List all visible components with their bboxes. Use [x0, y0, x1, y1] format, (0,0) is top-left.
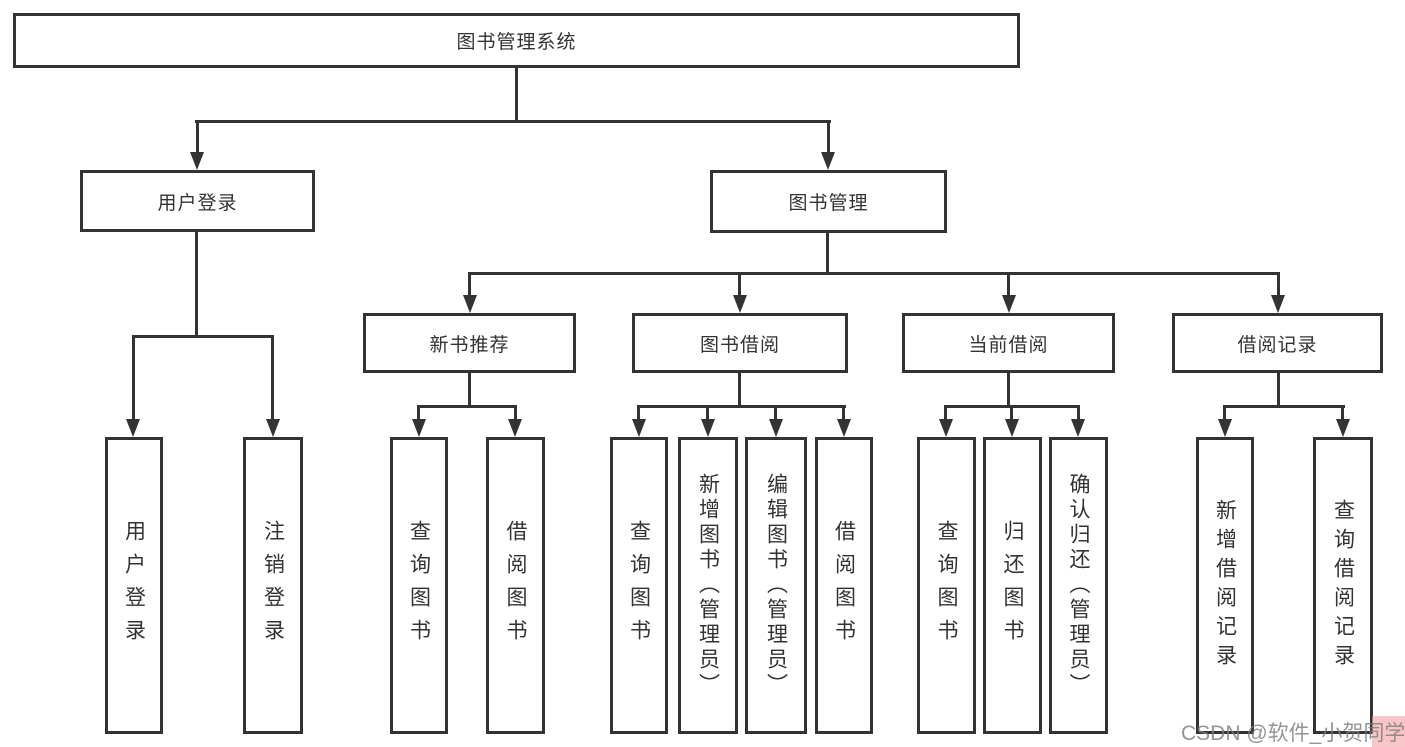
connector-segment — [1277, 373, 1280, 405]
arrowhead-down-icon — [190, 152, 204, 170]
connector-segment — [417, 405, 420, 421]
node-user-login: 用户登录 — [80, 170, 315, 232]
node-leaf-borrow-books: 借阅图书 — [815, 437, 873, 734]
connector-segment — [637, 405, 640, 421]
node-label: 借阅记录 — [1237, 334, 1318, 356]
connector-segment — [195, 120, 831, 123]
node-label: 查询图书 — [627, 519, 651, 652]
connector-segment — [706, 405, 709, 421]
node-leaf-borrow-books-recommend: 借阅图书 — [486, 437, 545, 734]
node-leaf-return-books: 归还图书 — [983, 437, 1042, 734]
arrowhead-down-icon — [733, 295, 747, 313]
node-label: 新增借阅记录 — [1213, 498, 1237, 673]
arrowhead-down-icon — [1218, 419, 1232, 437]
watermark-text: CSDN @软件_小贺同学 — [1181, 722, 1405, 745]
node-label: 注销登录 — [261, 519, 285, 652]
node-label: 用户登录 — [122, 519, 146, 652]
node-leaf-add-books-admin: 新增图书（管理员） — [678, 437, 738, 734]
arrowhead-down-icon — [701, 419, 715, 437]
arrowhead-down-icon — [266, 419, 280, 437]
connector-segment — [515, 68, 518, 120]
connector-segment — [1277, 272, 1280, 297]
arrowhead-down-icon — [769, 419, 783, 437]
arrowhead-down-icon — [632, 419, 646, 437]
node-label: 归还图书 — [1001, 519, 1024, 652]
connector-segment — [842, 405, 845, 421]
connector-segment — [1223, 405, 1226, 421]
node-leaf-query-books-current: 查询图书 — [917, 437, 976, 734]
node-leaf-confirm-return-admin: 确认归还（管理员） — [1049, 437, 1108, 734]
arrowhead-down-icon — [126, 419, 140, 437]
node-leaf-logout: 注销登录 — [243, 437, 303, 734]
connector-segment — [1223, 405, 1345, 408]
node-label: 查询图书 — [935, 519, 958, 652]
connector-segment — [132, 335, 274, 338]
node-label: 编辑图书（管理员） — [764, 473, 788, 698]
arrowhead-down-icon — [1336, 419, 1350, 437]
node-book-borrowing: 图书借阅 — [632, 313, 848, 373]
connector-segment — [826, 233, 829, 272]
connector-segment — [738, 272, 741, 297]
arrowhead-down-icon — [508, 419, 522, 437]
connector-segment — [196, 120, 199, 156]
connector-segment — [417, 405, 517, 408]
node-borrow-records: 借阅记录 — [1172, 313, 1383, 373]
connector-segment — [468, 272, 471, 297]
node-label: 图书管理系统 — [456, 32, 577, 53]
connector-segment — [271, 335, 274, 421]
connector-segment — [514, 405, 517, 421]
node-label: 用户登录 — [157, 192, 238, 214]
connector-segment — [468, 272, 1280, 275]
node-label: 图书借阅 — [699, 334, 780, 356]
arrowhead-down-icon — [837, 419, 851, 437]
connector-segment — [944, 405, 947, 421]
node-label: 查询图书 — [407, 519, 431, 652]
node-leaf-query-borrow-record: 查询借阅记录 — [1313, 437, 1373, 734]
connector-segment — [1007, 373, 1010, 405]
connector-segment — [1007, 272, 1010, 297]
csdn-watermark: CSDN @软件_小贺同学 — [1181, 714, 1405, 747]
node-new-book-recommend: 新书推荐 — [363, 313, 576, 373]
node-label: 新书推荐 — [429, 334, 510, 356]
connector-segment — [132, 335, 135, 421]
node-leaf-query-books-recommend: 查询图书 — [390, 437, 448, 734]
node-leaf-user-login: 用户登录 — [105, 437, 163, 734]
node-label: 当前借阅 — [968, 334, 1049, 356]
node-label: 查询借阅记录 — [1331, 498, 1355, 673]
connector-segment — [637, 405, 846, 408]
node-label: 图书管理 — [788, 193, 869, 214]
node-library-system: 图书管理系统 — [13, 13, 1020, 68]
arrowhead-down-icon — [939, 419, 953, 437]
connector-segment — [1010, 405, 1013, 421]
node-label: 确认归还（管理员） — [1067, 473, 1090, 698]
arrowhead-down-icon — [463, 295, 477, 313]
connector-segment — [738, 373, 741, 405]
connector-segment — [827, 120, 830, 156]
arrowhead-down-icon — [1071, 419, 1085, 437]
arrowhead-down-icon — [1002, 295, 1016, 313]
connector-segment — [195, 232, 198, 335]
node-leaf-edit-books-admin: 编辑图书（管理员） — [745, 437, 807, 734]
node-current-borrowing: 当前借阅 — [902, 313, 1115, 373]
node-label: 新增图书（管理员） — [696, 473, 720, 698]
connector-segment — [774, 405, 777, 421]
watermark-highlight — [1372, 716, 1405, 747]
arrowhead-down-icon — [821, 152, 835, 170]
node-label: 借阅图书 — [832, 519, 856, 652]
node-leaf-add-borrow-record: 新增借阅记录 — [1196, 437, 1254, 734]
connector-segment — [468, 373, 471, 405]
arrowhead-down-icon — [1005, 419, 1019, 437]
connector-segment — [1077, 405, 1080, 421]
node-book-management: 图书管理 — [710, 170, 947, 233]
arrowhead-down-icon — [412, 419, 426, 437]
connector-segment — [1341, 405, 1344, 421]
node-leaf-query-books-borrowing: 查询图书 — [610, 437, 668, 734]
node-label: 借阅图书 — [504, 519, 527, 652]
arrowhead-down-icon — [1271, 295, 1285, 313]
